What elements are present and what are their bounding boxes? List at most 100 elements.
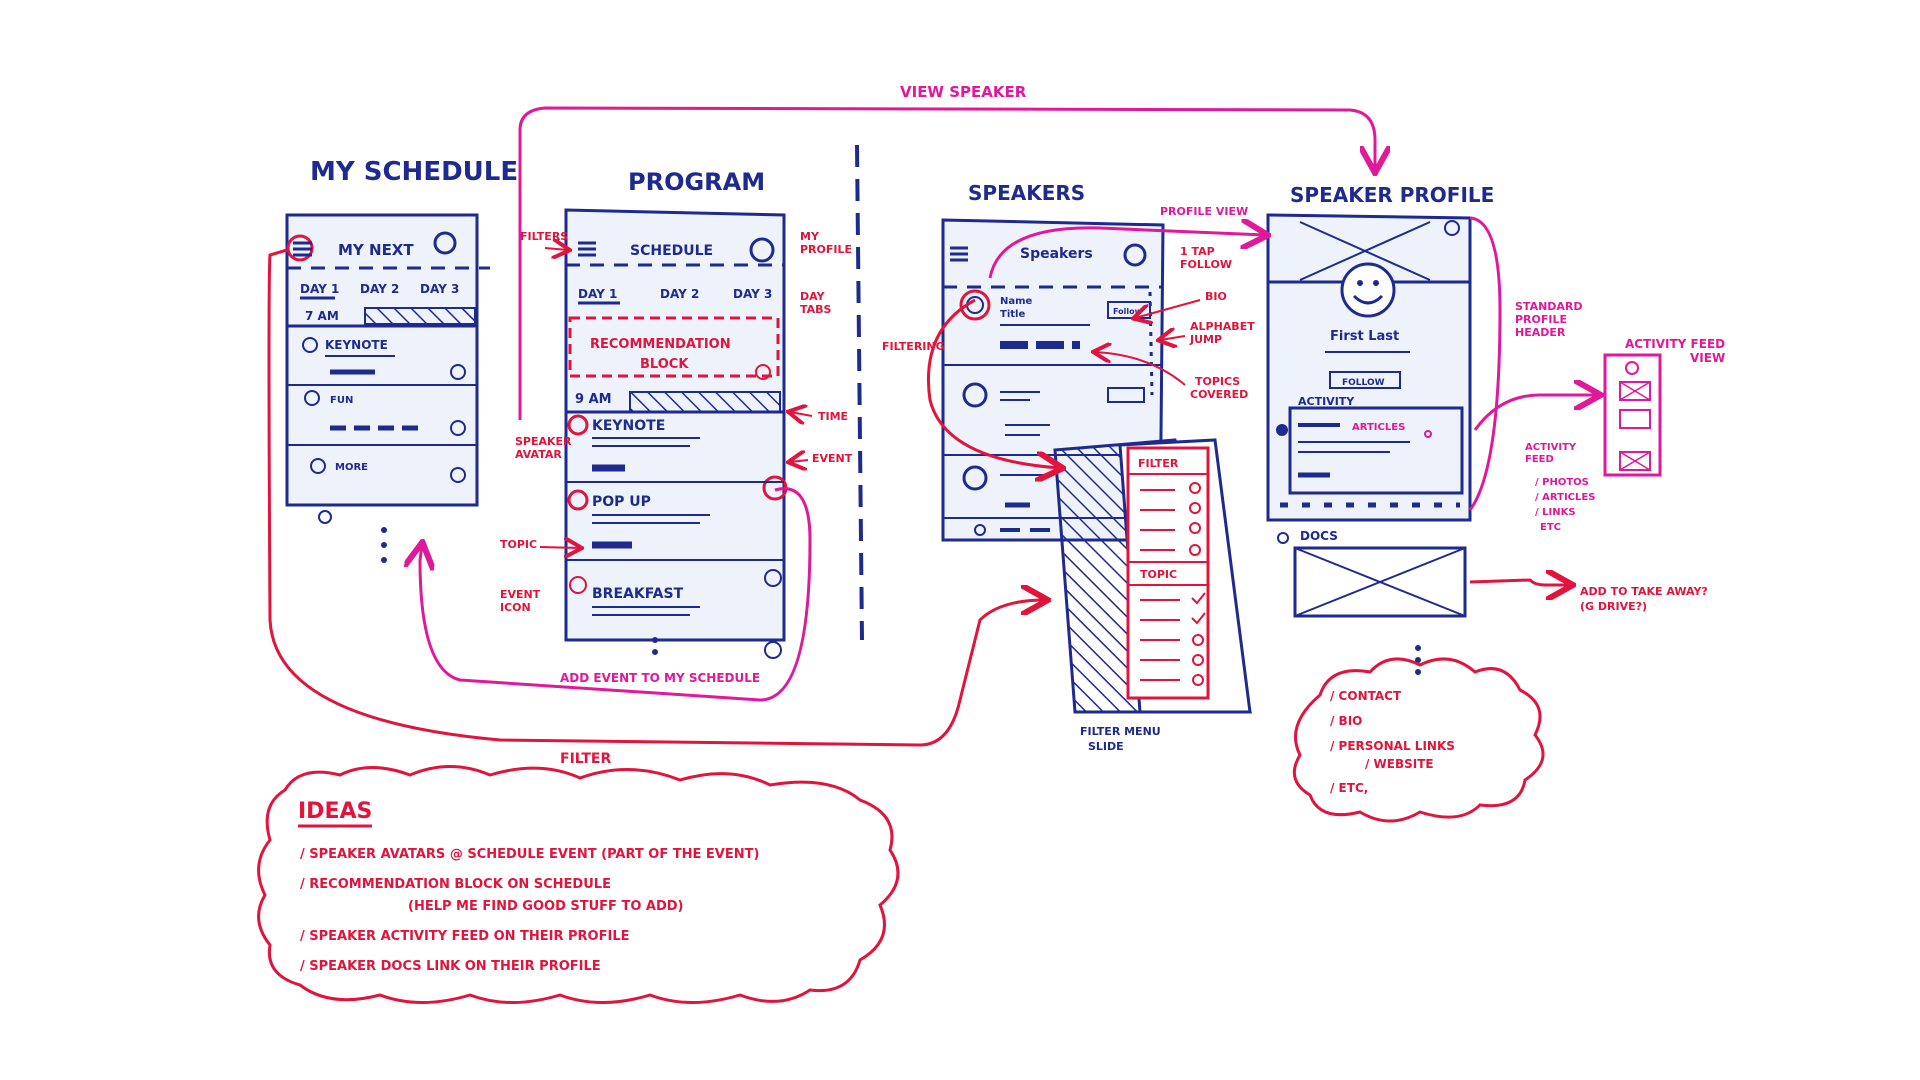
event-title[interactable]: BREAKFAST — [592, 586, 684, 602]
add-icon[interactable] — [764, 641, 782, 659]
activity-label: ACTIVITY — [1298, 395, 1355, 408]
speaker-profile-screen: First Last FOLLOW ACTIVITY ARTICLES DOCS — [1266, 213, 1472, 675]
annotation-activity-item: / ARTICLES — [1535, 492, 1595, 503]
annotation-standard-profile-header: PROFILE — [1515, 313, 1567, 326]
annotation-standard-profile-header: STANDARD — [1515, 300, 1583, 313]
hamburger-icon[interactable] — [578, 241, 596, 257]
activity-feed-view-label: VIEW — [1690, 351, 1725, 365]
topic-checkbox[interactable] — [1192, 634, 1204, 646]
idea-line: / SPEAKER ACTIVITY FEED ON THEIR PROFILE — [300, 929, 630, 944]
annotation-activity-item: / PHOTOS — [1535, 477, 1589, 488]
annotation-topics-covered: TOPICS — [1195, 375, 1240, 388]
add-icon[interactable] — [755, 364, 771, 380]
add-icon[interactable] — [450, 420, 466, 436]
title-my-schedule: MY SCHEDULE — [310, 157, 518, 187]
profile-contents-cloud — [1292, 657, 1545, 823]
filter-checkbox[interactable] — [1189, 522, 1201, 534]
activity-feed[interactable] — [1288, 406, 1464, 495]
time-9am: 9 AM — [575, 392, 612, 407]
avatar[interactable] — [567, 414, 589, 436]
time-7am: 7 AM — [305, 309, 339, 323]
annotation-my-profile: PROFILE — [800, 243, 852, 256]
profile-smiley-icon[interactable] — [1123, 243, 1147, 267]
tab-day-1[interactable]: DAY 1 — [300, 282, 339, 296]
annotation-one-tap-follow: FOLLOW — [1180, 258, 1232, 271]
add-icon[interactable] — [450, 364, 466, 380]
avatar[interactable] — [959, 289, 991, 321]
annotation-topic: TOPIC — [500, 538, 537, 551]
follow-button[interactable] — [1107, 387, 1145, 403]
list-item[interactable]: MORE — [335, 462, 368, 473]
cloud-item: / CONTACT — [1330, 689, 1402, 703]
title-speaker-profile: SPEAKER PROFILE — [1290, 183, 1494, 207]
event-title[interactable]: KEYNOTE — [592, 418, 665, 434]
annotation-my-profile: MY — [800, 230, 820, 243]
speaker-name[interactable]: Name — [1000, 296, 1033, 307]
annotation-event-icon: ICON — [500, 601, 531, 614]
avatar[interactable] — [962, 382, 988, 408]
avatar — [1340, 262, 1396, 318]
profile-smiley-icon[interactable] — [433, 231, 457, 255]
topic-checkbox[interactable] — [1192, 674, 1204, 686]
recommendation-label: BLOCK — [640, 357, 689, 372]
topic-checkbox[interactable] — [1192, 654, 1204, 666]
follow-button-label: FOLLOW — [1342, 378, 1385, 388]
annotation-filters: FILTERS — [520, 230, 568, 243]
follow-button[interactable] — [1329, 371, 1401, 389]
tab-day-1[interactable]: DAY 1 — [578, 287, 617, 301]
profile-smiley-icon[interactable] — [749, 237, 775, 263]
annotation-day-tabs: TABS — [800, 303, 832, 316]
my-schedule-screen: MY NEXT DAY 1 DAY 2 DAY 3 7 AM KEYNOTE F… — [285, 213, 490, 563]
speakers-header: Speakers — [1020, 246, 1093, 262]
schedule-header: SCHEDULE — [630, 243, 713, 259]
connectors — [267, 106, 1598, 747]
idea-line: / RECOMMENDATION BLOCK ON SCHEDULE — [300, 877, 611, 892]
tab-day-2[interactable]: DAY 2 — [660, 287, 699, 301]
filter-label: FILTER — [1138, 457, 1179, 470]
idea-line: / SPEAKER AVATARS @ SCHEDULE EVENT (PART… — [300, 847, 759, 862]
follow-button-label: Follow — [1113, 307, 1143, 316]
filter-checkbox[interactable] — [1189, 502, 1201, 514]
filter-checkbox[interactable] — [1189, 544, 1201, 556]
annotation-activity-feed: ACTIVITY — [1525, 442, 1577, 453]
annotation-add-event: ADD EVENT TO MY SCHEDULE — [560, 671, 760, 685]
filter-checkbox[interactable] — [1189, 482, 1201, 494]
alphabet-jump-scrollbar[interactable] — [1148, 291, 1154, 396]
idea-line: / SPEAKER DOCS LINK ON THEIR PROFILE — [300, 959, 601, 974]
event-title[interactable]: POP UP — [592, 494, 651, 510]
annotation-add-to-take-away: ADD TO TAKE AWAY? — [1580, 585, 1708, 598]
annotation-filter-menu-slide: FILTER MENU — [1080, 725, 1161, 738]
add-icon[interactable] — [450, 467, 466, 483]
annotation-day-tabs: DAY — [800, 290, 826, 303]
annotation-alphabet-jump: JUMP — [1189, 333, 1222, 346]
settings-icon[interactable] — [1444, 220, 1460, 236]
my-next-header: MY NEXT — [338, 241, 414, 259]
title-speakers: SPEAKERS — [968, 181, 1085, 205]
hamburger-icon[interactable] — [950, 246, 968, 262]
idea-line: (HELP ME FIND GOOD STUFF TO ADD) — [408, 899, 684, 914]
list-item[interactable]: FUN — [330, 395, 353, 406]
cloud-item: / BIO — [1330, 714, 1362, 728]
list-item[interactable]: KEYNOTE — [325, 338, 388, 352]
cloud-item: / ETC, — [1330, 781, 1368, 795]
annotation-speaker-avatar: AVATAR — [515, 448, 562, 461]
articles-link[interactable]: ARTICLES — [1352, 422, 1405, 433]
avatar[interactable] — [962, 465, 988, 491]
annotation-filtering: FILTERING — [882, 340, 945, 353]
ideas-cloud — [257, 765, 900, 1004]
filter-menu-slide: FILTER TOPIC — [1053, 438, 1252, 714]
docs-area[interactable] — [1293, 546, 1467, 618]
recommendation-block[interactable] — [568, 316, 780, 378]
tab-day-2[interactable]: DAY 2 — [360, 282, 399, 296]
tab-day-3[interactable]: DAY 3 — [733, 287, 772, 301]
annotation-alphabet-jump: ALPHABET — [1190, 320, 1255, 333]
add-icon[interactable] — [764, 569, 782, 587]
avatar[interactable] — [567, 489, 589, 511]
section-divider — [855, 144, 864, 641]
annotation-speaker-avatar: SPEAKER — [515, 435, 572, 448]
recommendation-label: RECOMMENDATION — [590, 337, 731, 352]
annotation-activity-feed: FEED — [1525, 454, 1554, 465]
annotation-event-icon: EVENT — [500, 588, 541, 601]
tab-day-3[interactable]: DAY 3 — [420, 282, 459, 296]
